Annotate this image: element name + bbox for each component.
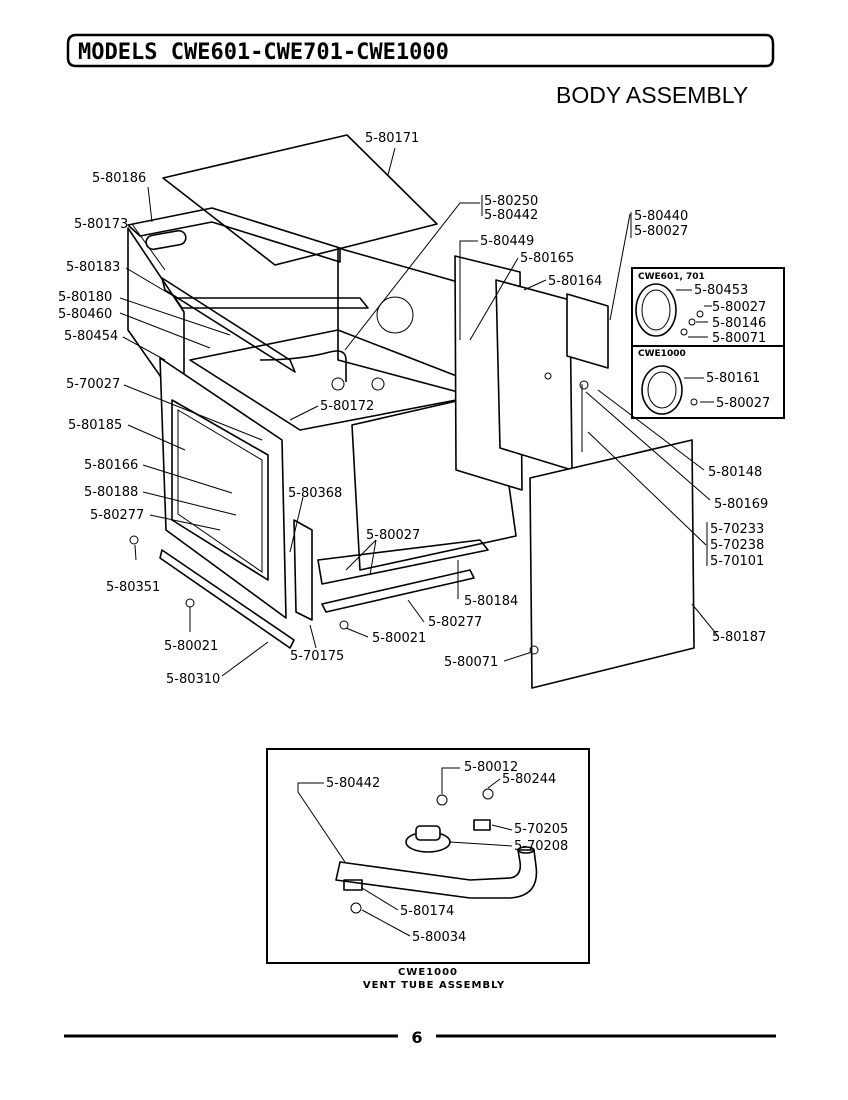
label-5-70175: 5-70175 bbox=[290, 649, 344, 664]
label-5-80165: 5-80165 bbox=[520, 251, 574, 266]
leader-lines bbox=[119, 147, 719, 677]
inset-cwe1000-title: CWE1000 bbox=[638, 349, 686, 359]
label-5-80021-right: 5-80021 bbox=[372, 631, 426, 646]
inset-cwe1000-part-2: 5-80027 bbox=[716, 396, 770, 411]
label-5-70233: 5-70233 bbox=[710, 522, 764, 537]
label-5-80460: 5-80460 bbox=[58, 307, 112, 322]
bottom-rail-right bbox=[321, 569, 475, 613]
label-5-80173: 5-80173 bbox=[74, 217, 128, 232]
label-5-80188: 5-80188 bbox=[84, 485, 138, 500]
label-5-80184: 5-80184 bbox=[464, 594, 518, 609]
label-5-80186: 5-80186 bbox=[92, 171, 146, 186]
inset-cwe601-title: CWE601, 701 bbox=[638, 272, 705, 282]
label-5-80180: 5-80180 bbox=[58, 290, 112, 305]
screw-80012 bbox=[436, 794, 448, 806]
inset-cwe1000-part-1: 5-80161 bbox=[706, 371, 760, 386]
base-channel bbox=[317, 539, 489, 585]
door-inner-lip bbox=[177, 409, 263, 573]
label-5-80172: 5-80172 bbox=[320, 399, 374, 414]
vent-label-5-80012: 5-80012 bbox=[464, 760, 518, 775]
upper-rail bbox=[161, 277, 296, 373]
label-5-70027: 5-70027 bbox=[66, 377, 120, 392]
label-5-80351: 5-80351 bbox=[106, 580, 160, 595]
label-5-80027-mid: 5-80027 bbox=[366, 528, 420, 543]
blower-opening bbox=[376, 296, 414, 334]
page-number: 6 bbox=[411, 1028, 422, 1047]
vent-label-5-80244: 5-80244 bbox=[502, 772, 556, 787]
exploded-parts bbox=[127, 134, 695, 689]
handle-slot bbox=[145, 229, 187, 251]
label-5-80171: 5-80171 bbox=[365, 131, 419, 146]
label-5-80185: 5-80185 bbox=[68, 418, 122, 433]
outer-side-panel bbox=[529, 439, 695, 689]
vent-label-5-80442: 5-80442 bbox=[326, 776, 380, 791]
label-5-80277-right: 5-80277 bbox=[428, 615, 482, 630]
clamp-80174 bbox=[343, 879, 363, 891]
label-5-80310: 5-80310 bbox=[166, 672, 220, 687]
vent-tube-inset: 5-80442 5-80012 5-80244 5-70205 5-70208 … bbox=[266, 748, 590, 991]
vent-label-5-70208: 5-70208 bbox=[514, 839, 568, 854]
vent-caption-line2: VENT TUBE ASSEMBLY bbox=[363, 980, 505, 991]
label-5-70101: 5-70101 bbox=[710, 554, 764, 569]
bottom-rail-front bbox=[159, 549, 295, 649]
vent-label-5-80034: 5-80034 bbox=[412, 930, 466, 945]
inset-cwe601-part-3: 5-80146 bbox=[712, 316, 766, 331]
thermostat-switch bbox=[473, 819, 491, 831]
models-header: MODELS CWE601-CWE701-CWE1000 bbox=[66, 33, 775, 68]
part-labels: 5-80171 5-80186 5-80173 5-80183 5-80180 … bbox=[58, 131, 768, 687]
inset-cwe601-part-2: 5-80027 bbox=[712, 300, 766, 315]
label-5-80164: 5-80164 bbox=[548, 274, 602, 289]
screw-80244 bbox=[482, 788, 494, 800]
inset-cwe601-701: CWE601, 701 5-80453 5-80027 5-80146 5-80… bbox=[631, 267, 785, 347]
vent-label-5-80174: 5-80174 bbox=[400, 904, 454, 919]
label-5-80187: 5-80187 bbox=[712, 630, 766, 645]
label-5-80454: 5-80454 bbox=[64, 329, 118, 344]
inset-cwe601-part-1: 5-80453 bbox=[694, 283, 748, 298]
label-5-80183: 5-80183 bbox=[66, 260, 120, 275]
page-footer: 6 bbox=[64, 1028, 776, 1047]
label-5-80250: 5-80250 bbox=[484, 194, 538, 209]
inset-cwe1000: CWE1000 5-80161 5-80027 bbox=[631, 345, 785, 419]
label-5-80169: 5-80169 bbox=[714, 497, 768, 512]
label-5-80277-left: 5-80277 bbox=[90, 508, 144, 523]
label-5-80368: 5-80368 bbox=[288, 486, 342, 501]
label-5-80166: 5-80166 bbox=[84, 458, 138, 473]
inset-cwe601-part-4: 5-80071 bbox=[712, 331, 766, 346]
label-5-80021-left: 5-80021 bbox=[164, 639, 218, 654]
label-5-80027-top: 5-80027 bbox=[634, 224, 688, 239]
right-side-panel bbox=[495, 279, 573, 471]
rear-cover bbox=[566, 293, 609, 369]
section-title: BODY ASSEMBLY bbox=[556, 82, 748, 108]
vent-caption-line1: CWE1000 bbox=[398, 967, 458, 978]
front-frame bbox=[159, 357, 287, 619]
label-5-80442: 5-80442 bbox=[484, 208, 538, 223]
vent-hose bbox=[259, 350, 347, 382]
label-5-80440: 5-80440 bbox=[634, 209, 688, 224]
top-panel bbox=[162, 134, 438, 266]
label-5-80449: 5-80449 bbox=[480, 234, 534, 249]
label-5-80071: 5-80071 bbox=[444, 655, 498, 670]
label-5-80148: 5-80148 bbox=[708, 465, 762, 480]
label-5-70238: 5-70238 bbox=[710, 538, 764, 553]
corner-post bbox=[293, 519, 313, 621]
cross-brace bbox=[174, 297, 369, 309]
door-opening bbox=[171, 399, 269, 581]
cabinet-back bbox=[337, 247, 459, 393]
models-title: MODELS CWE601-CWE701-CWE1000 bbox=[78, 40, 449, 65]
nut-80034 bbox=[350, 902, 362, 914]
vent-label-5-70205: 5-70205 bbox=[514, 822, 568, 837]
